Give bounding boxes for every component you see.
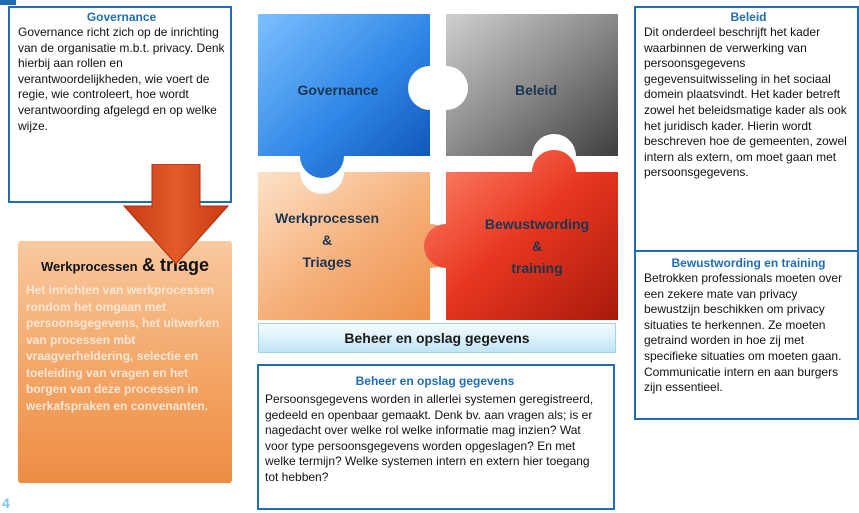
puzzle-label-bew-line3: training xyxy=(511,260,562,276)
werkprocessen-text: Het inrichten van werkprocessen rondom h… xyxy=(26,283,220,413)
beleid-box: Beleid Dit onderdeel beschrijft het kade… xyxy=(634,6,859,253)
bewustwording-heading: Bewustwording en training xyxy=(671,256,826,270)
down-arrow-icon xyxy=(122,164,230,265)
werkprocessen-heading-part2: & triage xyxy=(142,255,210,275)
governance-heading: Governance xyxy=(86,10,157,24)
beheer-banner: Beheer en opslag gegevens xyxy=(258,323,616,353)
puzzle-label-governance: Governance xyxy=(298,82,379,98)
bewustwording-box: Bewustwording en training Betrokken prof… xyxy=(634,250,859,420)
puzzle-label-werk-line3: Triages xyxy=(302,254,351,270)
werkprocessen-box: Werkprocessen & triage Het inrichten van… xyxy=(18,241,232,483)
corner-accent xyxy=(0,0,16,5)
beleid-heading: Beleid xyxy=(730,10,767,24)
beheer-text: Persoonsgegevens worden in allerlei syst… xyxy=(265,392,594,484)
puzzle-label-werk-line1: Werkprocessen xyxy=(275,210,379,226)
werkprocessen-heading: Werkprocessen & triage xyxy=(26,255,224,276)
beheer-box: Beheer en opslag gegevens Persoonsgegeve… xyxy=(257,364,615,510)
governance-text: Governance richt zich op de inrichting v… xyxy=(18,25,225,133)
bewustwording-text: Betrokken professionals moeten over een … xyxy=(644,271,843,395)
beleid-text: Dit onderdeel beschrijft het kader waarb… xyxy=(644,25,847,180)
puzzle-graphic: Governance Beleid Werkprocessen & Triage… xyxy=(258,14,618,320)
puzzle-label-beleid: Beleid xyxy=(515,82,557,98)
governance-box: Governance Governance richt zich op de i… xyxy=(8,6,232,203)
werkprocessen-heading-part1: Werkprocessen xyxy=(40,259,138,274)
puzzle-label-bew-line1: Bewustwording xyxy=(485,216,589,232)
puzzle-piece-werk xyxy=(258,172,452,320)
puzzle-label-bew-line2: & xyxy=(532,238,542,254)
puzzle-piece-bewustwording xyxy=(424,150,618,320)
puzzle-label-werk-line2: & xyxy=(322,232,332,248)
beheer-heading: Beheer en opslag gegevens xyxy=(355,374,515,388)
puzzle-piece-beleid xyxy=(446,14,618,156)
page-number: 4 xyxy=(2,495,10,511)
puzzle-piece-governance xyxy=(258,14,430,178)
